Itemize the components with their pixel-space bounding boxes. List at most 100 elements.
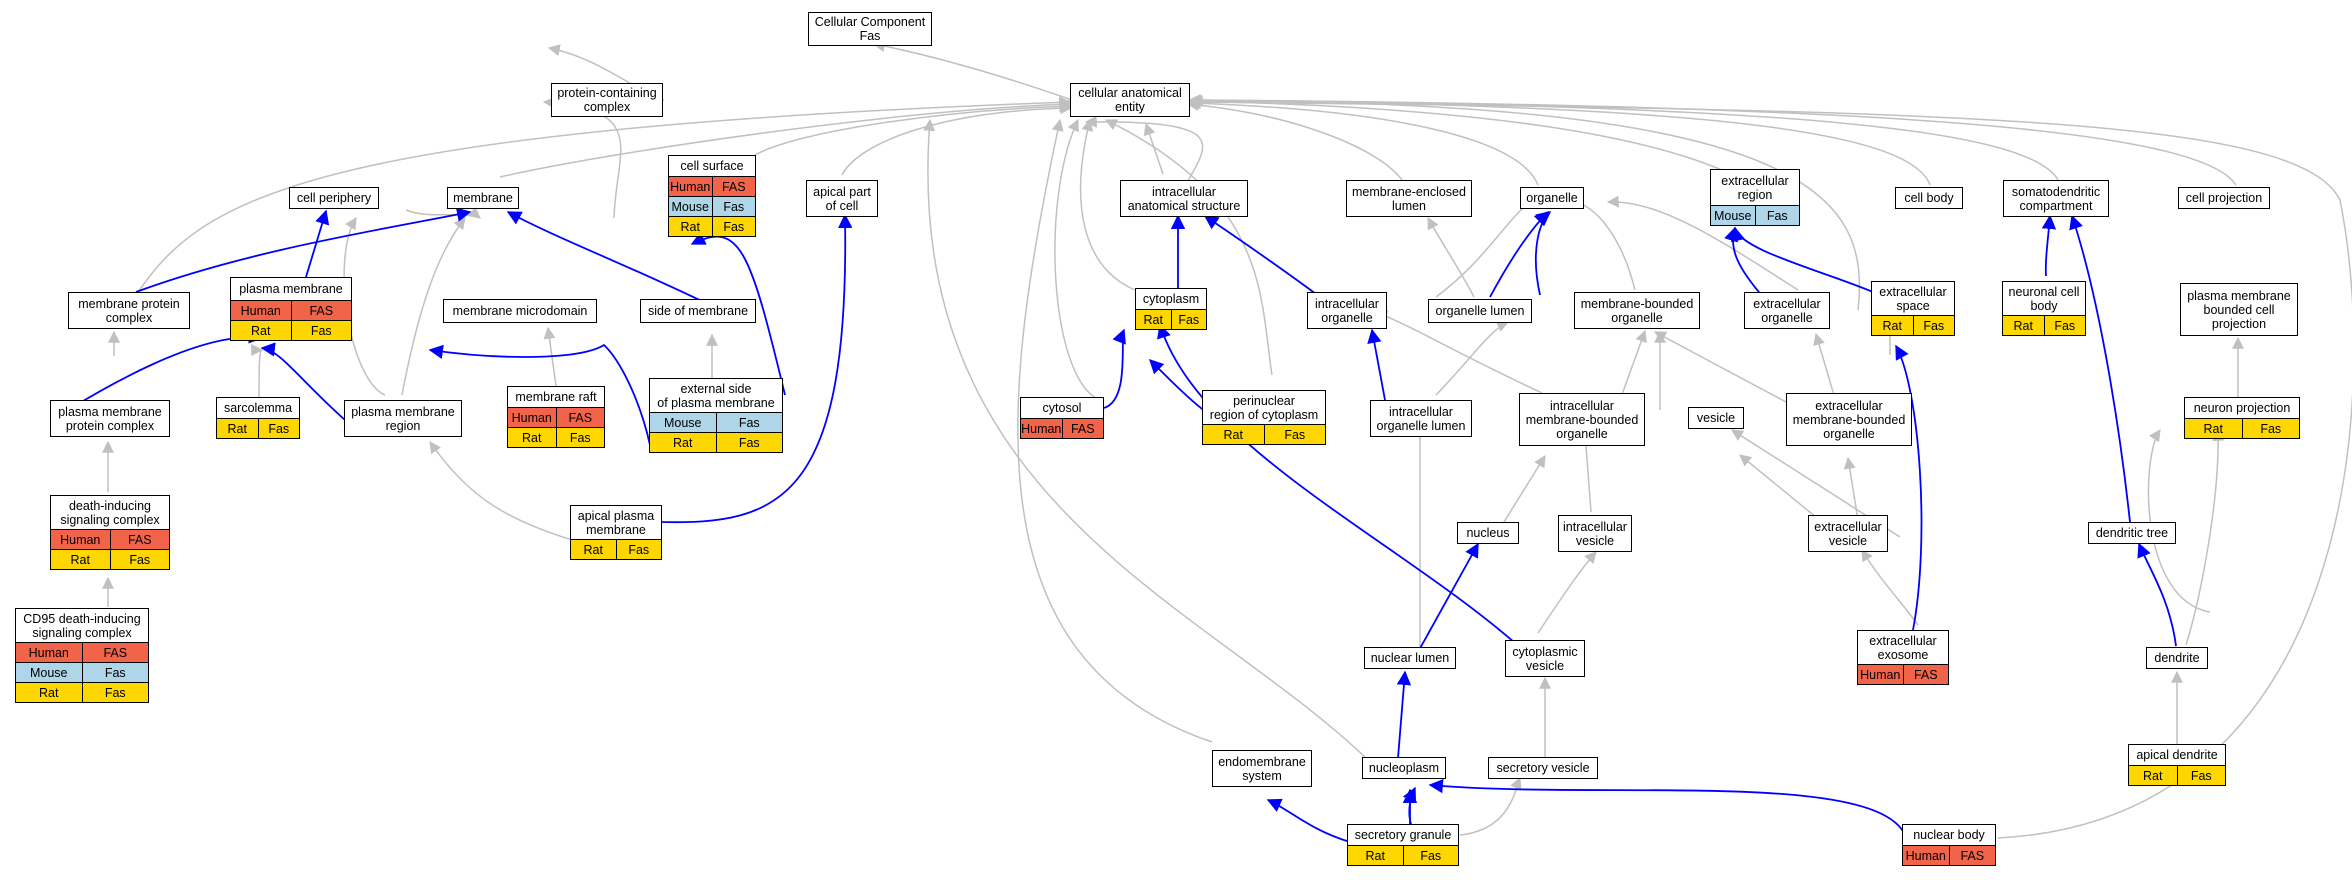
node-cellular-component[interactable]: Cellular Component Fas xyxy=(808,12,932,46)
node-extracellular-organelle[interactable]: extracellular organelle xyxy=(1744,292,1830,329)
gene-label: Fas xyxy=(1170,310,1206,329)
node-endomembrane-system[interactable]: endomembrane system xyxy=(1212,750,1312,787)
node-nucleoplasm[interactable]: nucleoplasm xyxy=(1362,757,1446,779)
gene-label: Fas xyxy=(290,321,351,340)
node-secretory-vesicle[interactable]: secretory vesicle xyxy=(1488,757,1598,779)
node-label: dendrite xyxy=(2146,647,2208,669)
node-cell-periphery[interactable]: cell periphery xyxy=(289,187,379,209)
node-cell-body[interactable]: cell body xyxy=(1895,187,1963,209)
node-apical-part-of-cell[interactable]: apical part of cell xyxy=(806,180,878,217)
node-dendrite[interactable]: dendrite xyxy=(2146,647,2208,669)
node-cellular-anatomical-entity[interactable]: cellular anatomical entity xyxy=(1070,83,1190,117)
node-organelle[interactable]: organelle xyxy=(1520,187,1584,209)
node-label: membrane protein complex xyxy=(68,292,190,329)
node-label: somatodendritic compartment xyxy=(2003,180,2109,217)
node-intracellular-organelle-lumen[interactable]: intracellular organelle lumen xyxy=(1370,400,1472,437)
species-label: Rat xyxy=(2003,316,2044,335)
species-label: Rat xyxy=(571,540,616,559)
node-cell-projection[interactable]: cell projection xyxy=(2178,187,2270,209)
gene-label: Fas xyxy=(715,433,782,452)
species-label: Mouse xyxy=(650,413,716,432)
node-plasma-membrane-protein-complex[interactable]: plasma membrane protein complex xyxy=(50,400,170,437)
node-label: external side of plasma membrane xyxy=(649,378,783,413)
node-label: intracellular anatomical structure xyxy=(1120,180,1248,217)
node-label: endomembrane system xyxy=(1212,750,1312,787)
node-nuclear-lumen[interactable]: nuclear lumen xyxy=(1364,647,1456,669)
node-membrane-protein-complex[interactable]: membrane protein complex xyxy=(68,292,190,329)
node-label: extracellular space xyxy=(1871,281,1955,316)
node-nucleus[interactable]: nucleus xyxy=(1457,522,1519,544)
node-vesicle[interactable]: vesicle xyxy=(1688,407,1744,429)
node-label: intracellular membrane-bounded organelle xyxy=(1519,393,1645,446)
node-protein-containing-complex[interactable]: protein-containing complex xyxy=(551,83,663,117)
node-plasma-membrane-region[interactable]: plasma membrane region xyxy=(344,400,462,437)
species-label: Human xyxy=(1021,419,1062,438)
node-intracellular-organelle[interactable]: intracellular organelle xyxy=(1307,292,1387,329)
node-label: organelle lumen xyxy=(1428,299,1532,323)
species-label: Human xyxy=(16,643,82,662)
node-label: plasma membrane protein complex xyxy=(50,400,170,437)
species-label: Human xyxy=(1858,665,1903,684)
node-intracellular-vesicle[interactable]: intracellular vesicle xyxy=(1558,515,1632,552)
node-label: perinuclear region of cytoplasm xyxy=(1202,390,1326,425)
node-extracellular-membrane-bounded-organelle[interactable]: extracellular membrane-bounded organelle xyxy=(1786,393,1912,446)
species-label: Rat xyxy=(1872,316,1913,335)
node-label: membrane xyxy=(447,187,519,209)
species-label: Rat xyxy=(217,419,258,438)
node-label: extracellular organelle xyxy=(1744,292,1830,329)
gene-label: FAS xyxy=(711,177,755,196)
species-label: Human xyxy=(508,408,556,427)
node-dendritic-tree[interactable]: dendritic tree xyxy=(2088,522,2176,544)
node-organelle-lumen[interactable]: organelle lumen xyxy=(1428,299,1532,323)
gene-label: Fas xyxy=(615,540,661,559)
node-label: apical dendrite xyxy=(2128,744,2226,766)
node-plasma-membrane-bounded-cell-projection[interactable]: plasma membrane bounded cell projection xyxy=(2180,283,2298,336)
node-somatodendritic-compartment[interactable]: somatodendritic compartment xyxy=(2003,180,2109,217)
gene-label: Fas xyxy=(2241,419,2299,438)
species-label: Mouse xyxy=(1711,206,1755,225)
node-side-of-membrane[interactable]: side of membrane xyxy=(640,299,756,323)
node-intracellular-membrane-bounded-organelle[interactable]: intracellular membrane-bounded organelle xyxy=(1519,393,1645,446)
gene-label: FAS xyxy=(1948,846,1995,865)
node-membrane-enclosed-lumen[interactable]: membrane-enclosed lumen xyxy=(1346,180,1472,217)
node-label: extracellular region xyxy=(1710,169,1800,206)
node-intracellular-anatomical-structure[interactable]: intracellular anatomical structure xyxy=(1120,180,1248,217)
node-membrane-bounded-organelle[interactable]: membrane-bounded organelle xyxy=(1574,292,1700,329)
node-label: neuronal cell body xyxy=(2002,281,2086,316)
node-cd95-death-inducing-signaling-complex[interactable]: CD95 death-inducing signaling complex Hu… xyxy=(15,608,149,703)
gene-label: Fas xyxy=(81,663,148,682)
blue-edges xyxy=(54,207,2177,843)
node-cytoplasmic-vesicle[interactable]: cytoplasmic vesicle xyxy=(1505,640,1585,677)
node-label: cell periphery xyxy=(289,187,379,209)
node-membrane-microdomain[interactable]: membrane microdomain xyxy=(443,299,597,323)
node-membrane[interactable]: membrane xyxy=(447,187,519,209)
node-extracellular-vesicle[interactable]: extracellular vesicle xyxy=(1808,515,1888,552)
node-label: cell projection xyxy=(2178,187,2270,209)
